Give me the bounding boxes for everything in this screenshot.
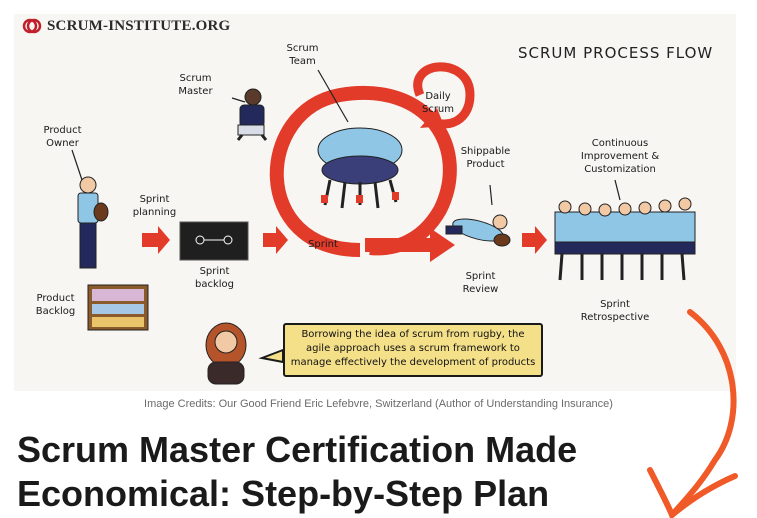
arrow-to-planning xyxy=(142,226,170,254)
speech-pointer xyxy=(258,348,284,364)
label-sprint-review: Sprint Review xyxy=(462,271,499,295)
flow-arrows xyxy=(142,226,547,254)
scrum-master-figure xyxy=(236,88,268,141)
scrum-flow-illustration xyxy=(71,62,696,385)
label-scrum-master: Scrum Master xyxy=(178,73,213,97)
product-owner-figure xyxy=(77,176,109,269)
site-logo[interactable]: SCRUM-INSTITUTE.ORG xyxy=(22,16,230,36)
arrow-to-retrospective xyxy=(522,226,547,254)
label-continuous-improvement: Continuous Improvement & Customization xyxy=(580,138,660,175)
pointer-lines xyxy=(71,69,621,206)
label-daily-scrum: Daily Scrum xyxy=(421,91,455,115)
label-sprint-backlog: Sprint backlog xyxy=(194,266,234,290)
label-shippable-product: Shippable Product xyxy=(460,146,511,170)
speech-bubble: Borrowing the idea of scrum from rugby, … xyxy=(283,323,543,377)
label-sprint-planning: Sprint planning xyxy=(132,194,177,218)
label-product-owner: Product Owner xyxy=(43,125,82,149)
logo-text: SCRUM-INSTITUTE.ORG xyxy=(47,17,231,34)
sprint-loop-arrow xyxy=(269,86,457,262)
sprint-backlog-board xyxy=(179,221,249,261)
diagram-title: SCRUM PROCESS FLOW xyxy=(518,44,714,62)
label-sprint: Sprint xyxy=(308,239,338,250)
image-credit: Image Credits: Our Good Friend Eric Lefe… xyxy=(144,398,613,410)
article-headline: Scrum Master Certification Made Economic… xyxy=(17,429,578,514)
bookshelf-icon xyxy=(87,284,149,331)
daily-scrum-loop-arrow xyxy=(413,62,475,129)
scrum-team-huddle xyxy=(317,127,403,209)
label-product-backlog: Product Backlog xyxy=(35,293,76,317)
label-scrum-team: Scrum Team xyxy=(286,43,319,67)
logo-icon xyxy=(22,18,42,34)
narrator-avatar xyxy=(205,322,247,385)
arrow-to-backlog xyxy=(263,226,288,254)
label-sprint-retrospective: Sprint Retrospective xyxy=(580,299,650,323)
shippable-product-player xyxy=(445,214,511,247)
retrospective-team xyxy=(554,197,696,281)
